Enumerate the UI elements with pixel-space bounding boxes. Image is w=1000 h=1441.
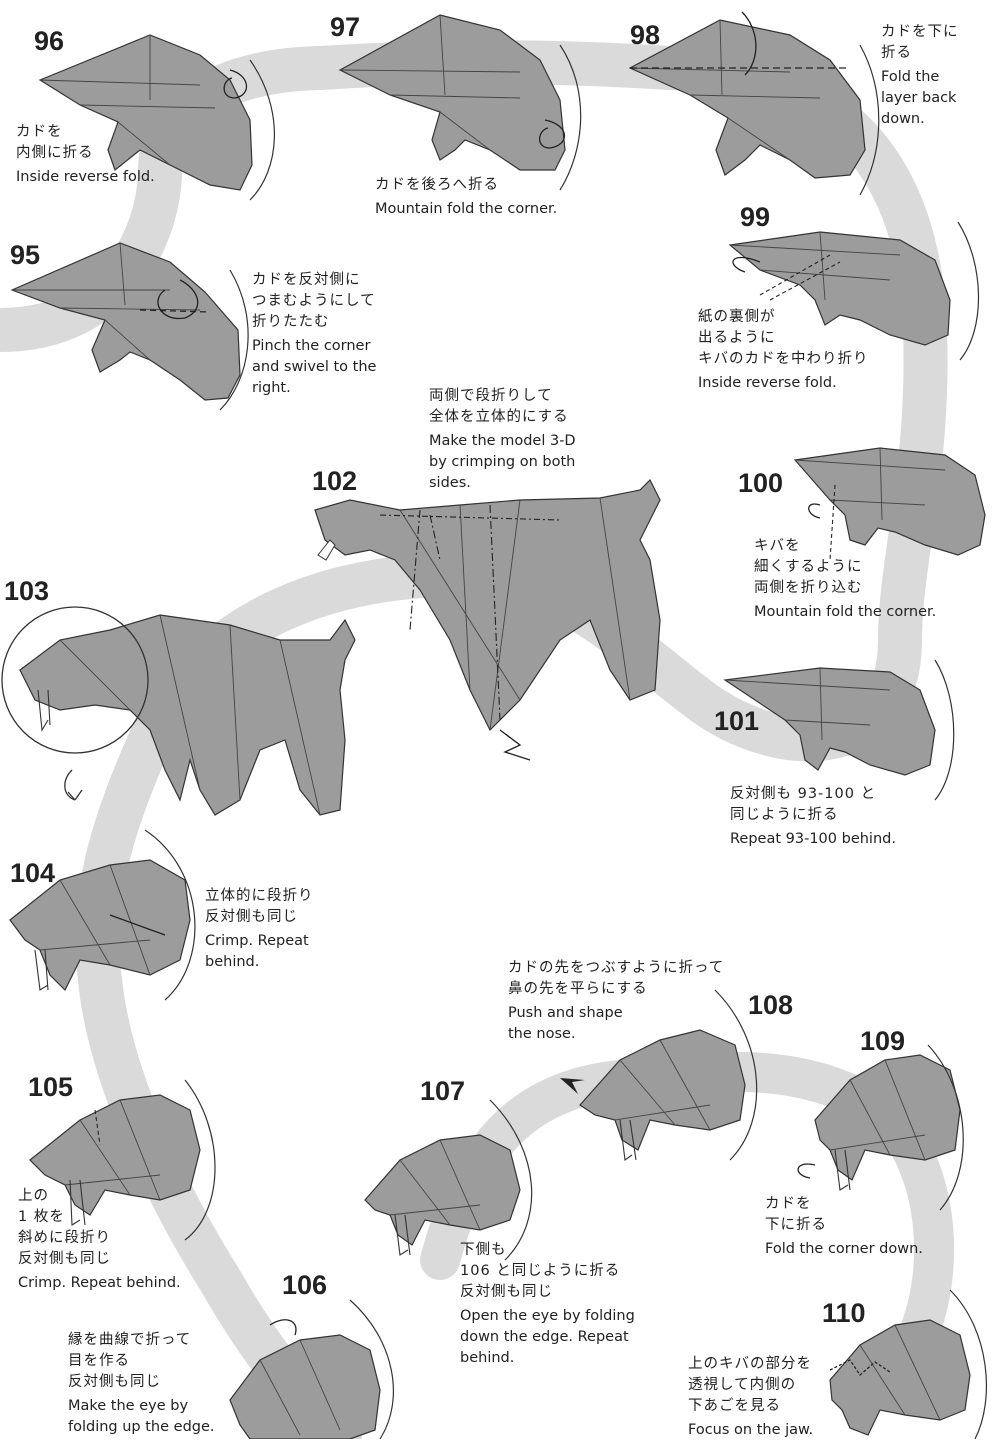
step-100-drawing [793,447,986,561]
step-109-drawing [797,1044,964,1211]
step-97-drawing [338,14,582,191]
step-103-drawing [1,606,356,816]
step-number-106: 106 [282,1270,328,1300]
step-99-drawing [728,221,980,361]
step-number-97: 97 [330,12,361,42]
step-108-drawing [560,989,758,1161]
step-number-102: 102 [312,466,358,496]
step-number-109: 109 [860,1026,906,1056]
step-number-100: 100 [738,468,784,498]
step-number-107: 107 [420,1076,466,1106]
step-number-103: 103 [4,576,50,606]
step-number-96: 96 [34,26,65,56]
step-102-drawing [314,478,661,761]
step-number-105: 105 [28,1072,74,1102]
step-98-drawing [628,11,880,196]
step-95-drawing [10,242,249,411]
step-number-99: 99 [740,202,771,232]
step-number-108: 108 [748,990,794,1020]
step-number-110: 110 [822,1298,866,1328]
step-101-drawing [723,659,955,801]
step-107-drawing [364,1099,533,1261]
step-number-101: 101 [714,706,760,736]
step-96-drawing [38,34,275,201]
step-106-drawing [229,1299,394,1439]
step-number-95: 95 [10,240,41,270]
step-number-98: 98 [630,20,661,50]
step-110-drawing [829,1289,988,1439]
step-105-drawing [29,1079,216,1241]
step-104-drawing [9,829,196,1001]
step-number-104: 104 [10,858,56,888]
